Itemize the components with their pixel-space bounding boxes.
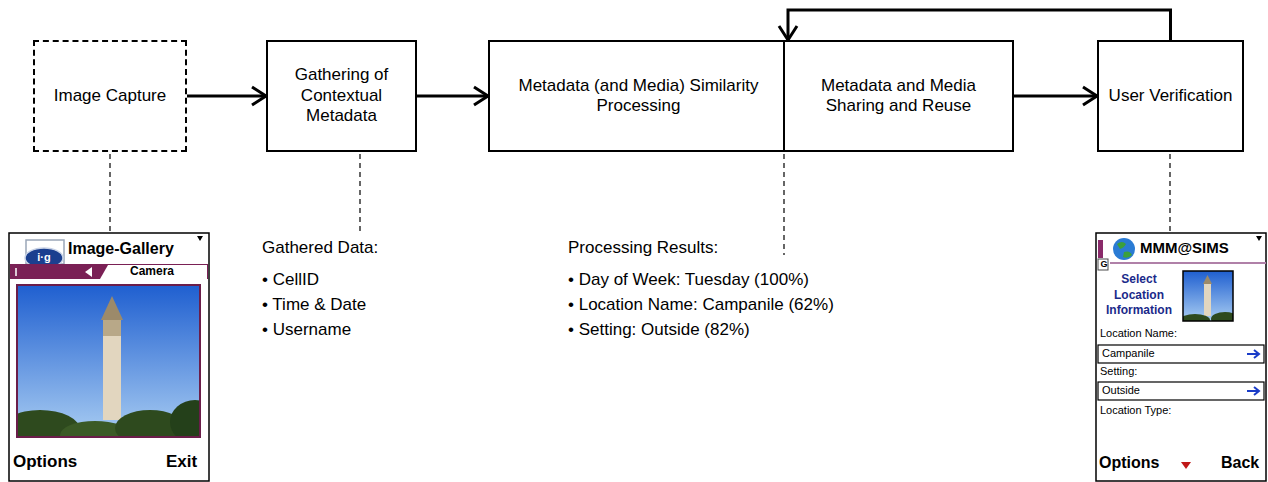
- list-heading: Processing Results:: [568, 238, 718, 258]
- app-title: MMM@SIMS: [1140, 239, 1229, 257]
- list-item: • Day of Week: Tuesday (100%): [568, 270, 809, 290]
- app-title: Image-Gallery: [68, 239, 174, 258]
- box-label: Metadata and Media Sharing and Reuse: [785, 72, 1012, 121]
- field-label: Location Name:: [1100, 327, 1177, 340]
- list-item: • Time & Date: [262, 295, 366, 315]
- phone-screenshot-right: [1096, 233, 1266, 481]
- softkey-label: Back: [1221, 453, 1259, 472]
- box-label: Metadata (and Media) Similarity Processi…: [490, 72, 787, 121]
- flow-arrow: [779, 10, 1171, 40]
- box-label: User Verification: [1103, 82, 1239, 110]
- process-box: Metadata and Media Sharing and Reuse: [783, 40, 1014, 152]
- list-item: • Setting: Outside (82%): [568, 320, 750, 340]
- softkey-label: Options: [13, 452, 77, 472]
- dashed-process-box: Image Capture: [33, 40, 187, 152]
- process-box: Metadata (and Media) Similarity Processi…: [488, 40, 789, 152]
- status-icon-text: G: [1099, 259, 1109, 270]
- list-item: • CellID: [262, 270, 319, 290]
- flow-arrow: [187, 87, 266, 105]
- softkey-label: Options: [1099, 453, 1159, 472]
- process-box: User Verification: [1097, 40, 1244, 152]
- list-item: • Location Name: Campanile (62%): [568, 295, 834, 315]
- box-label: Image Capture: [48, 82, 172, 110]
- field-value: Campanile: [1102, 347, 1155, 360]
- tab-label: Camera: [130, 264, 174, 278]
- process-box: Gathering of Contextual Metadata: [266, 40, 417, 152]
- box-label: Gathering of Contextual Metadata: [268, 61, 415, 130]
- phone-screenshot-left: [0, 233, 220, 481]
- app-icon-text: i·g: [28, 251, 60, 264]
- screen-heading: Select Location Information: [1099, 272, 1179, 319]
- list-heading: Gathered Data:: [262, 238, 378, 258]
- list-item: • Username: [262, 320, 351, 340]
- field-label: Location Type:: [1100, 404, 1171, 417]
- field-label: Setting:: [1100, 365, 1137, 378]
- softkey-label: Exit: [166, 452, 197, 472]
- flow-arrow: [417, 87, 488, 105]
- flow-arrow: [1014, 87, 1097, 105]
- field-value: Outside: [1102, 384, 1140, 397]
